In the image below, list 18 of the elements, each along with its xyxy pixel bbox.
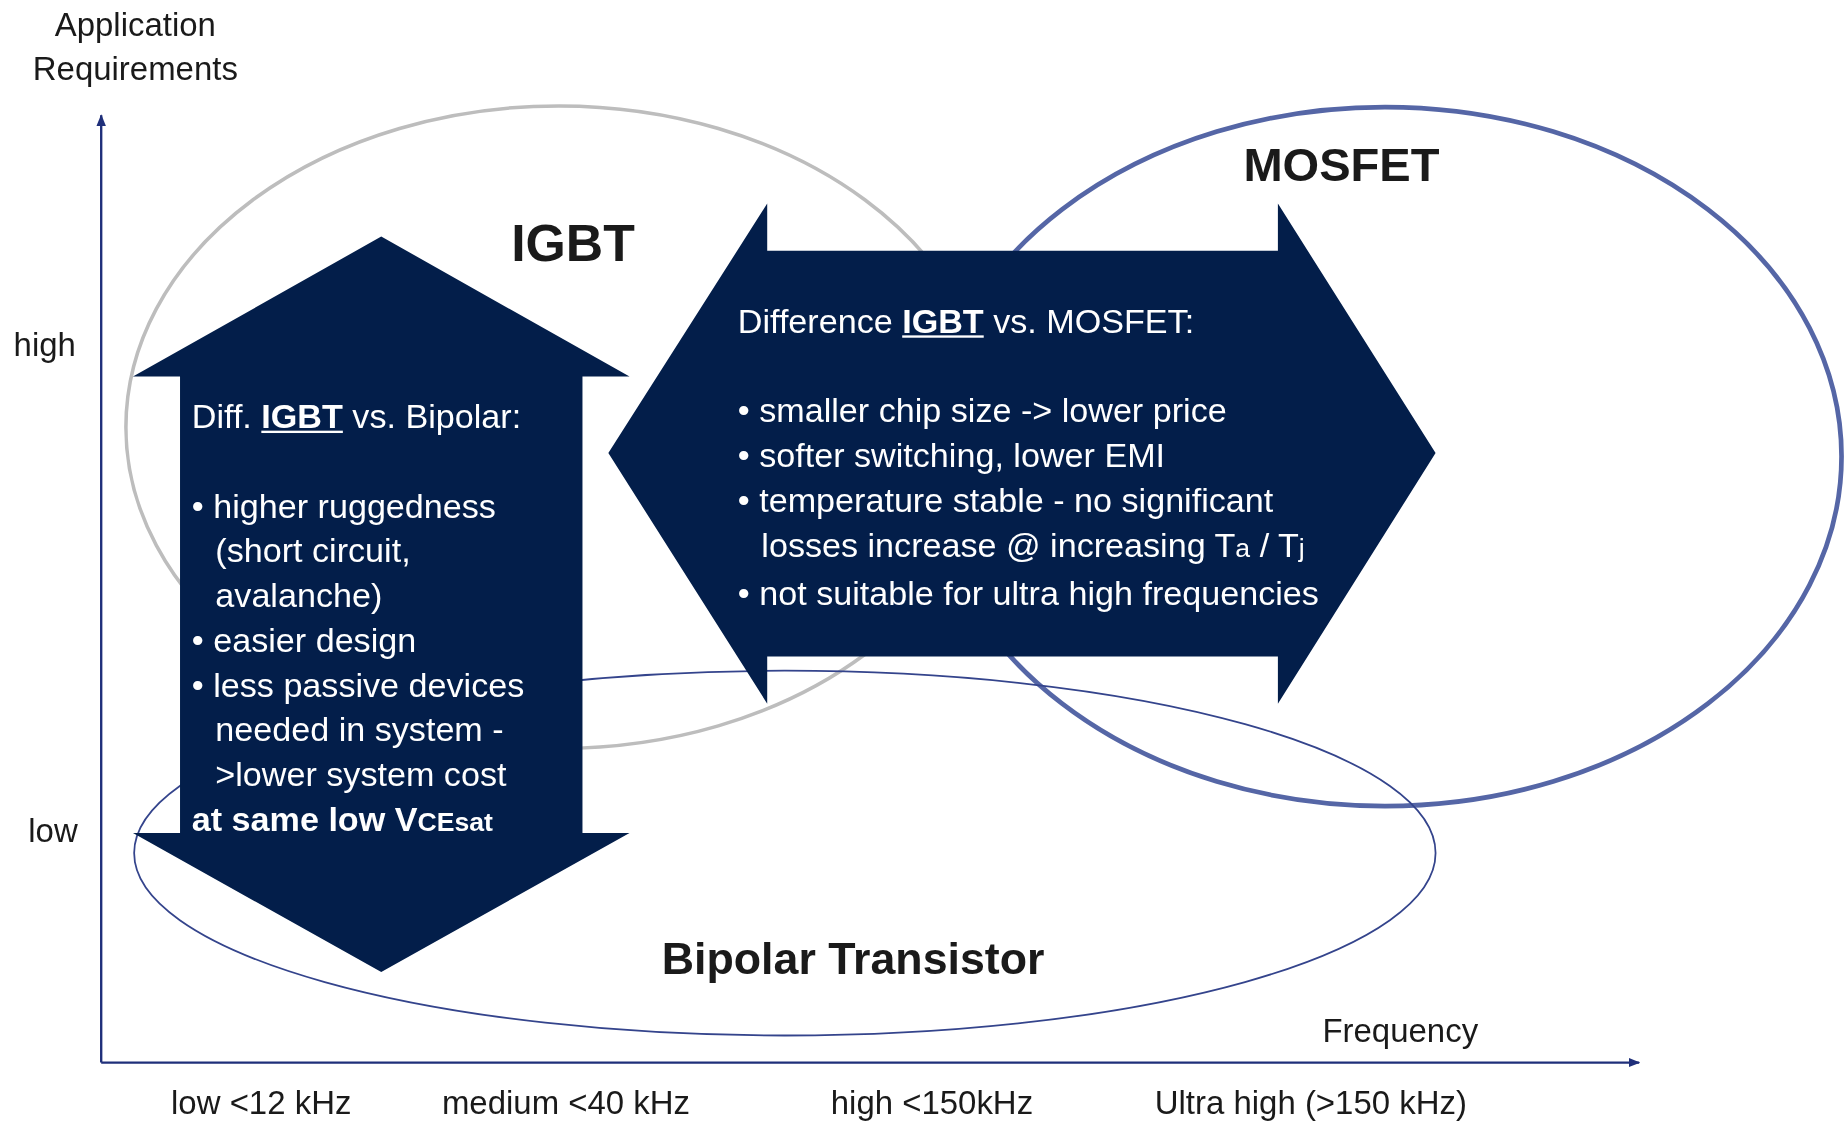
- axis-tick-label: Ultra high (>150 kHz): [1154, 1083, 1467, 1123]
- bullet-text: • easier design: [191, 620, 418, 661]
- region-title: Bipolar Transistor: [661, 933, 1045, 985]
- heading-text: Diff. IGBT vs. Bipolar:: [191, 396, 523, 438]
- bullet-text: • smaller chip size -> lower price: [737, 390, 1228, 432]
- axis-tick-label: high: [13, 325, 76, 365]
- axis-tick-label: low <12 kHz: [171, 1083, 352, 1123]
- region-title: IGBT: [511, 214, 635, 273]
- bullet-text: • not suitable for ultra high frequencies: [737, 573, 1320, 614]
- axis-title: Frequency: [1322, 1011, 1479, 1052]
- axis-title: Application Requirements: [31, 6, 239, 90]
- region-title: MOSFET: [1243, 138, 1440, 192]
- heading-text: Difference IGBT vs. MOSFET:: [737, 301, 1196, 343]
- axis-tick-label: low: [28, 811, 78, 851]
- axis-tick-label: medium <40 kHz: [441, 1083, 691, 1123]
- axis-tick-label: high <150kHz: [830, 1083, 1034, 1123]
- bullet-text: • softer switching, lower EMI: [737, 435, 1167, 477]
- bullet-text: • higher ruggedness (short circuit, avalanche): [191, 486, 497, 617]
